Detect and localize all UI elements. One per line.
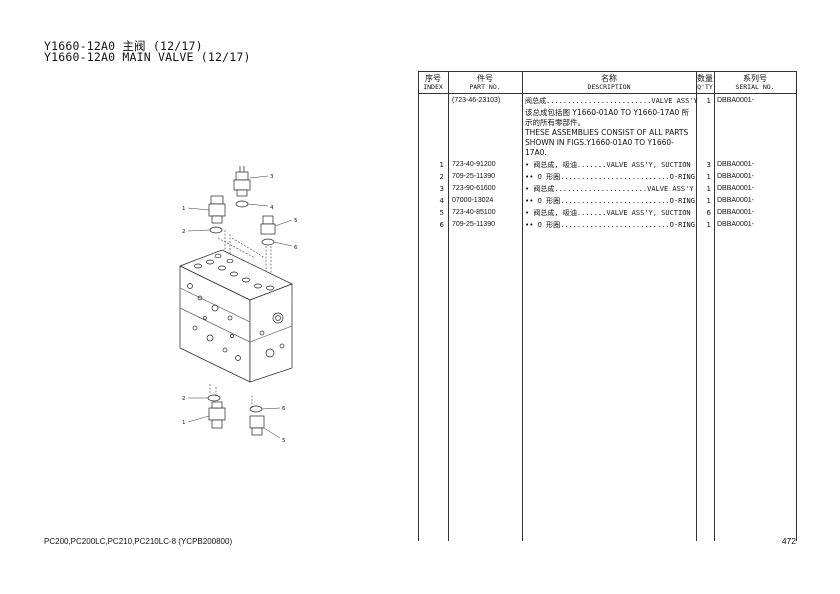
table-header-border [418, 93, 796, 94]
callout-label: 5 [294, 218, 298, 224]
callout-label: 5 [282, 438, 286, 444]
row-part-no: 723-90-61600 [452, 185, 496, 192]
row-index: 2 [439, 173, 444, 181]
row-serial: DBBA0001- [717, 209, 754, 216]
page-title-english: Y1660-12A0 MAIN VALVE (12/17) [44, 50, 251, 64]
suction-valve-part-1-upper [208, 195, 226, 224]
header-description: 名称 DESCRIPTION [587, 74, 631, 91]
suction-valve-part-5-upper [260, 215, 276, 235]
main-valve-body [179, 249, 293, 383]
main-valve-exploded-diagram: 1 2 3 4 5 6 2 1 6 5 [179, 166, 298, 444]
row-serial: DBBA0001- [717, 173, 754, 180]
row-part-no: 07000-13024 [452, 197, 494, 204]
callout-label: 4 [270, 205, 274, 211]
callout-label: 6 [294, 245, 298, 251]
row-part-no: 723-40-85100 [452, 209, 496, 216]
callout-label: 1 [182, 420, 186, 426]
table-top-border [418, 71, 796, 72]
o-ring-part-2-upper [209, 226, 223, 234]
row-serial: DBBA0001- [717, 161, 754, 168]
footer-models: PC200,PC200LC,PC210,PC210LC-8 (YCPB20080… [44, 537, 233, 546]
o-ring-part-6-upper [261, 238, 275, 246]
header-quantity: 数量 Q'TY [697, 74, 713, 91]
callout-label: 1 [182, 206, 186, 212]
row-part-no: 723-40-91200 [452, 161, 496, 168]
row-qty: 1 [706, 221, 711, 229]
suction-valve-part-5-lower [249, 415, 265, 436]
callout-label: 3 [270, 174, 274, 180]
row-qty: 6 [706, 209, 711, 217]
row-qty: 1 [706, 173, 711, 181]
o-ring-part-6-lower [249, 405, 263, 413]
row-qty: 1 [706, 197, 711, 205]
suction-valve-top-part-3 [233, 166, 251, 197]
row-serial: DBBA0001- [717, 197, 754, 204]
assembly-note-chinese: 该总成包括图 Y1660-01A0 TO Y1660-17A0 所示的所有零部件… [525, 108, 690, 128]
page-number: 472 [781, 536, 796, 546]
suction-valve-part-1-lower [208, 401, 226, 429]
o-ring-part-4 [235, 200, 249, 208]
callout-label: 2 [182, 229, 186, 235]
row-serial: DBBA0001- [717, 221, 754, 228]
callout-label: 2 [182, 396, 186, 402]
assembly-serial: DBBA0001- [717, 97, 754, 104]
header-part-no: 件号 PART NO. [469, 74, 501, 91]
row-description: • 阀总成, 吸油.......VALVE ASS'Y, SUCTION [525, 161, 691, 169]
header-index: 序号 INDEX [423, 74, 443, 91]
row-description: • 阀总成......................VALVE ASS'Y [525, 185, 694, 193]
assembly-qty: 1 [706, 97, 711, 105]
assembly-part-no: (723-46-23103) [452, 97, 501, 104]
row-qty: 1 [706, 185, 711, 193]
row-description: •• O 形圈..........................O-RING [525, 197, 695, 205]
row-part-no: 709-25-11390 [452, 173, 496, 180]
parts-list-table: 序号 INDEX 件号 PART NO. 名称 DESCRIPTION 数量 Q… [418, 71, 797, 541]
row-qty: 3 [706, 161, 711, 169]
row-index: 4 [439, 197, 444, 205]
assembly-description: 阀总成.........................VALVE ASS'Y [525, 97, 698, 105]
row-part-no: 709-25-11390 [452, 221, 496, 228]
row-serial: DBBA0001- [717, 185, 754, 192]
row-description: •• O 形圈..........................O-RING [525, 221, 695, 229]
row-index: 6 [439, 221, 444, 229]
row-index: 3 [439, 185, 444, 193]
o-ring-part-2-lower [207, 394, 221, 402]
row-index: 1 [439, 161, 444, 169]
assembly-note-english: THESE ASSEMBLIES CONSIST OF ALL PARTS SH… [525, 128, 689, 158]
page-title-chinese: Y1660-12A0 主阀 (12/17) [44, 39, 203, 53]
row-description: •• O 形圈..........................O-RING [525, 173, 695, 181]
header-serial-no: 系列号 SERIAL NO. [735, 74, 775, 91]
row-description: • 阀总成, 吸油.......VALVE ASS'Y, SUCTION [525, 209, 691, 217]
callout-label: 6 [282, 406, 286, 412]
row-index: 5 [439, 209, 444, 217]
